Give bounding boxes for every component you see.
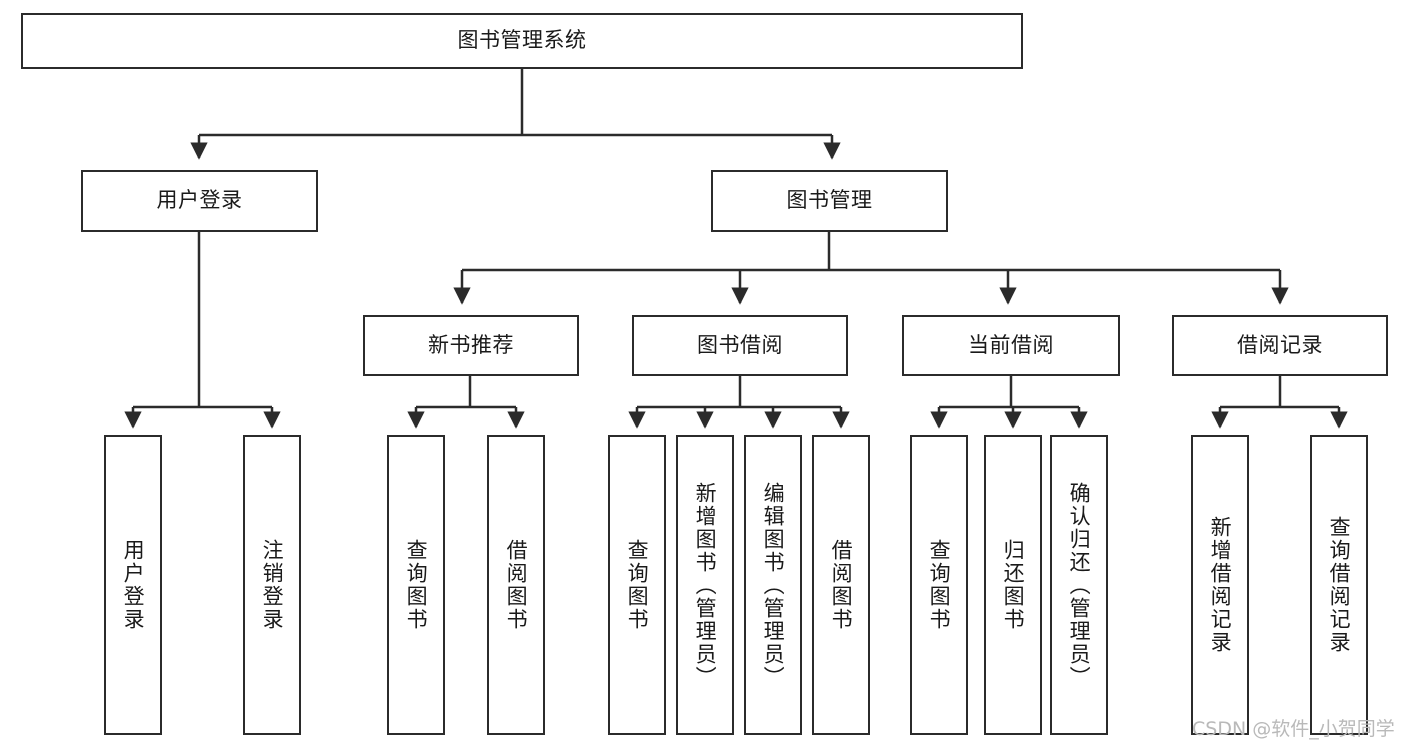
node-root-label: 图书管理系统 [457,28,587,53]
node-root[interactable]: 图书管理系统 [21,13,1023,69]
leaf-edit-book-admin-label: 编辑图书（管理员） [761,481,786,689]
csdn-watermark: CSDN @软件_小贺同学 [1192,718,1395,740]
leaf-logout[interactable]: 注销登录 [243,435,301,735]
leaf-query-book-borrow[interactable]: 查询图书 [608,435,666,735]
leaf-query-book-current[interactable]: 查询图书 [910,435,968,735]
leaf-user-login-label: 用户登录 [121,539,146,631]
node-current-borrow-label: 当前借阅 [968,332,1054,357]
leaf-user-login[interactable]: 用户登录 [104,435,162,735]
node-user-login-label: 用户登录 [156,188,243,213]
leaf-edit-book-admin[interactable]: 编辑图书（管理员） [744,435,802,735]
node-borrow-record-label: 借阅记录 [1237,332,1323,357]
node-user-login[interactable]: 用户登录 [81,170,318,232]
node-borrow-record[interactable]: 借阅记录 [1172,315,1388,376]
leaf-query-book-recommend-label: 查询图书 [404,539,429,631]
leaf-return-book[interactable]: 归还图书 [984,435,1042,735]
node-current-borrow[interactable]: 当前借阅 [902,315,1120,376]
leaf-query-book-recommend[interactable]: 查询图书 [387,435,445,735]
node-book-management[interactable]: 图书管理 [711,170,948,232]
node-book-borrow[interactable]: 图书借阅 [632,315,848,376]
leaf-logout-label: 注销登录 [260,539,285,631]
leaf-borrow-book[interactable]: 借阅图书 [812,435,870,735]
leaf-add-book-admin-label: 新增图书（管理员） [693,481,718,689]
leaf-query-book-borrow-label: 查询图书 [625,539,650,631]
leaf-add-borrow-record[interactable]: 新增借阅记录 [1191,435,1249,735]
leaf-query-borrow-record[interactable]: 查询借阅记录 [1310,435,1368,735]
leaf-add-book-admin[interactable]: 新增图书（管理员） [676,435,734,735]
node-book-borrow-label: 图书借阅 [697,332,783,357]
node-book-management-label: 图书管理 [786,188,873,213]
leaf-query-book-current-label: 查询图书 [927,539,952,631]
leaf-borrow-book-recommend-label: 借阅图书 [504,539,529,631]
leaf-borrow-book-recommend[interactable]: 借阅图书 [487,435,545,735]
leaf-add-borrow-record-label: 新增借阅记录 [1208,516,1233,654]
leaf-borrow-book-label: 借阅图书 [829,539,854,631]
node-new-book-recommend[interactable]: 新书推荐 [363,315,579,376]
leaf-confirm-return-admin[interactable]: 确认归还（管理员） [1050,435,1108,735]
leaf-query-borrow-record-label: 查询借阅记录 [1327,516,1352,654]
leaf-confirm-return-admin-label: 确认归还（管理员） [1067,481,1092,689]
leaf-return-book-label: 归还图书 [1001,539,1026,631]
node-new-book-recommend-label: 新书推荐 [428,332,514,357]
